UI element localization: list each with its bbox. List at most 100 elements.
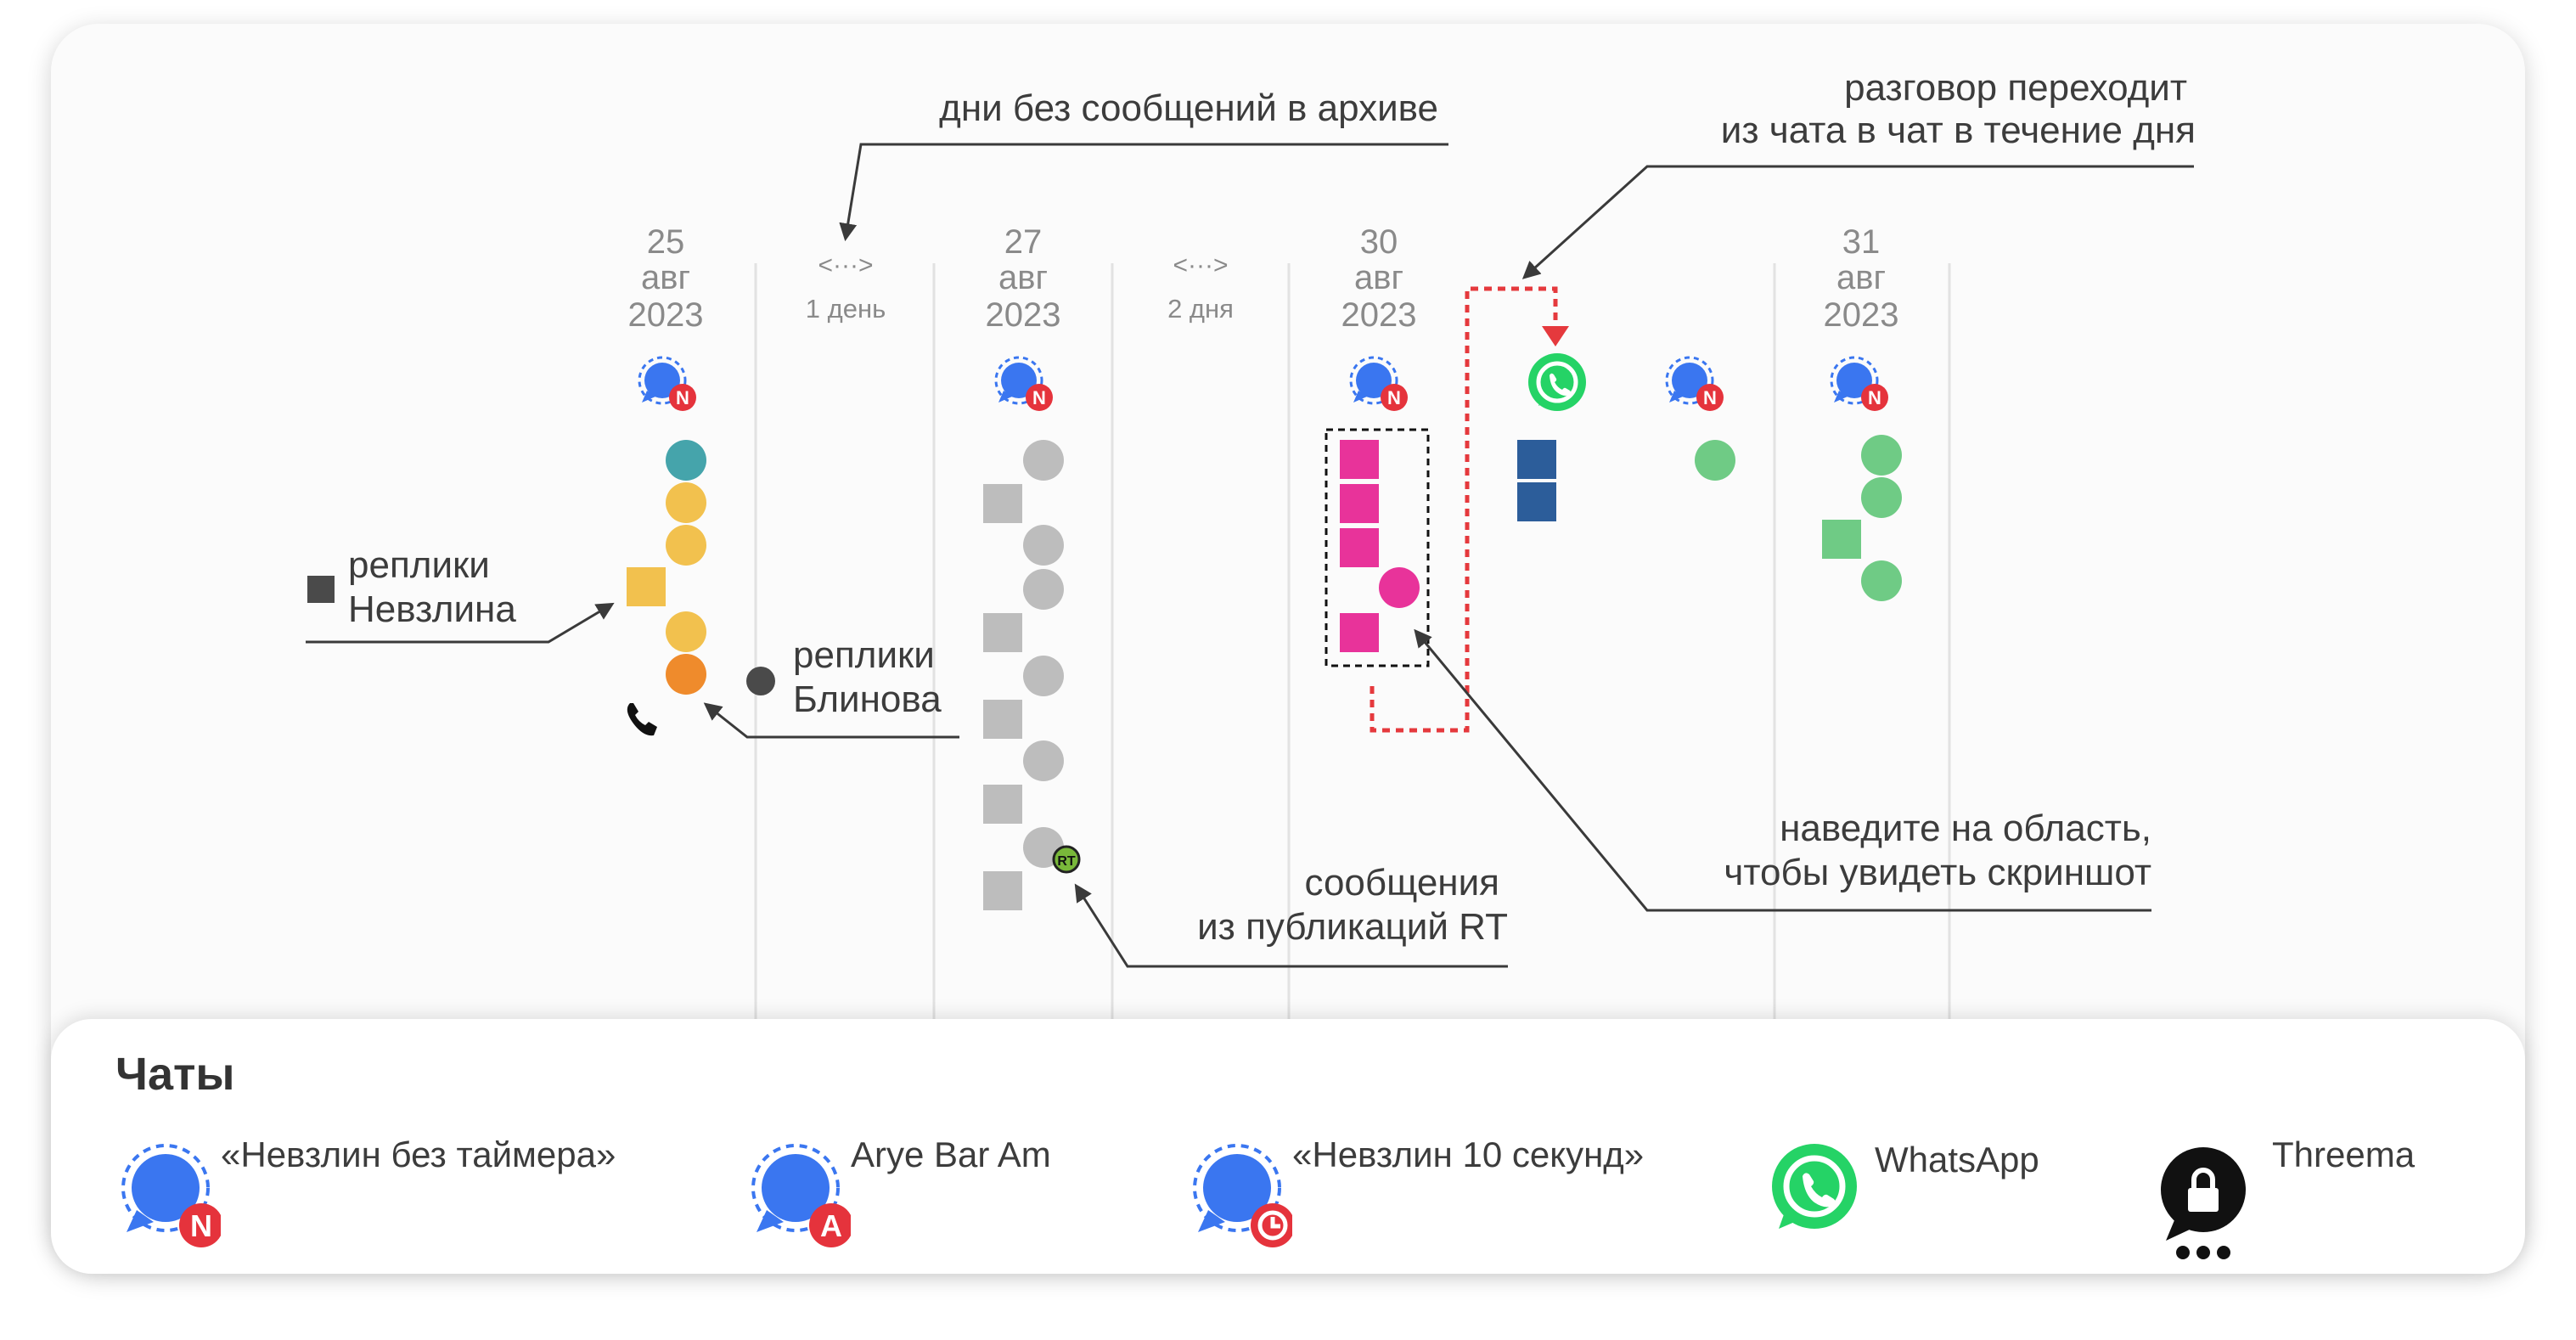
blinov-message — [1379, 567, 1420, 608]
chat-switch-label-2: из чата в чат в течение дня — [1721, 110, 2196, 151]
date-day: 31 — [1842, 223, 1881, 261]
date-day: 30 — [1360, 223, 1398, 261]
messages-aug-30[interactable] — [1340, 440, 1420, 652]
legend-label: «Невзлин 10 секунд» — [1292, 1134, 1645, 1174]
gap-symbol: <···> — [1173, 251, 1228, 279]
date-year: 2023 — [986, 296, 1061, 334]
signal-icon: N — [994, 356, 1053, 411]
date-header-30: 30 авг 2023 — [1341, 223, 1417, 334]
nevzlin-legend-square — [307, 576, 335, 603]
hover-arrow — [1414, 628, 2151, 912]
threema-icon — [2161, 1147, 2246, 1259]
date-day: 25 — [647, 223, 685, 261]
date-month: авг — [641, 259, 690, 296]
nevzlin-message — [1340, 484, 1379, 523]
rt-arrow — [1074, 883, 1508, 968]
rt-label-2: из публикаций RT — [1197, 906, 1508, 948]
messages-whatsapp[interactable] — [1517, 440, 1556, 521]
blinov-message — [1023, 525, 1064, 566]
blinov-label-1: реплики — [793, 634, 935, 676]
legend-item-whatsapp[interactable]: WhatsApp — [1759, 1138, 2116, 1248]
date-header-31: 31 авг 2023 — [1824, 223, 1899, 334]
legend-item-nevzlin-10-seconds[interactable]: «Невзлин 10 секунд» — [1182, 1134, 1725, 1248]
nevzlin-message — [627, 567, 666, 606]
nevzlin-message — [1517, 440, 1556, 479]
messages-aug-27[interactable] — [983, 440, 1064, 910]
date-month: авг — [1836, 259, 1886, 296]
blinov-message — [666, 440, 706, 481]
gap-label: 1 день — [806, 294, 886, 324]
svg-text:N: N — [1703, 387, 1717, 408]
signal-icon — [1193, 1144, 1292, 1247]
whatsapp-icon — [1772, 1144, 1857, 1229]
legend-item-arye-bar-am[interactable]: A Arye Bar Am — [740, 1134, 1131, 1248]
nevzlin-message — [1340, 440, 1379, 479]
legend-item-nevzlin-no-timer[interactable]: N «Невзлин без таймера» — [110, 1134, 705, 1248]
blinov-message — [666, 611, 706, 652]
legend-label: Threema — [2272, 1134, 2416, 1174]
hover-label-2: чтобы увидеть скриншот — [1724, 852, 2151, 893]
legend-label: «Невзлин без таймера» — [221, 1134, 616, 1174]
date-month: авг — [1354, 259, 1403, 296]
blinov-message — [666, 525, 706, 566]
chat-switch-arrow — [1521, 165, 2194, 279]
screenshot-hover-area[interactable] — [1325, 428, 1430, 667]
date-year: 2023 — [628, 296, 704, 334]
chat-switch-arrowhead — [1542, 326, 1569, 346]
clock-icon — [1257, 1210, 1288, 1241]
nevzlin-message — [983, 871, 1022, 910]
blinov-message — [666, 654, 706, 695]
gap-header-2: <···> 2 дня — [1167, 251, 1234, 324]
nevzlin-message — [1340, 613, 1379, 652]
nevzlin-label-2: Невзлина — [348, 588, 516, 630]
blinov-message — [1861, 477, 1902, 518]
messages-aug-31[interactable] — [1822, 435, 1902, 601]
blinov-arrow — [703, 702, 959, 739]
svg-text:N: N — [1868, 387, 1881, 408]
archive-arrow — [839, 143, 1448, 242]
blinov-message — [1023, 740, 1064, 781]
svg-text:N: N — [676, 387, 689, 408]
gap-header-1: <···> 1 день — [806, 251, 886, 324]
annotation-texts: дни без сообщений в архиве разговор пере… — [307, 67, 2196, 948]
legend-item-threema[interactable]: Threema — [2148, 1134, 2505, 1259]
column-separators — [754, 263, 1951, 1019]
date-month: авг — [998, 259, 1048, 296]
date-header-27: 27 авг 2023 — [986, 223, 1061, 334]
nevzlin-message — [983, 700, 1022, 739]
legend-label: WhatsApp — [1875, 1140, 2039, 1180]
svg-text:N: N — [1032, 387, 1046, 408]
date-year: 2023 — [1824, 296, 1899, 334]
blinov-label-2: Блинова — [793, 678, 942, 720]
nevzlin-message — [1340, 528, 1379, 567]
signal-icon: N — [121, 1144, 221, 1247]
rt-badge: RT — [1052, 845, 1081, 874]
blinov-message — [1023, 569, 1064, 610]
messages-aug-30-second[interactable] — [1695, 440, 1735, 481]
blinov-message — [1023, 656, 1064, 696]
blinov-message — [1861, 435, 1902, 476]
gap-label: 2 дня — [1167, 294, 1234, 324]
date-day: 27 — [1004, 223, 1043, 261]
archive-gap-label: дни без сообщений в архиве — [939, 87, 1438, 129]
legend-title: Чаты — [115, 1049, 235, 1100]
signal-icon: A — [751, 1144, 851, 1247]
svg-text:N: N — [190, 1208, 212, 1243]
svg-text:N: N — [1387, 387, 1401, 408]
nevzlin-message — [983, 613, 1022, 652]
signal-icon: N — [1349, 356, 1408, 411]
date-year: 2023 — [1341, 296, 1417, 334]
messages-aug-25[interactable] — [627, 440, 706, 736]
svg-text:RT: RT — [1057, 854, 1076, 869]
legend-label: Arye Bar Am — [851, 1134, 1051, 1174]
date-header-25: 25 авг 2023 — [628, 223, 704, 334]
signal-icon: N — [1665, 356, 1724, 411]
blinov-message — [1023, 440, 1064, 481]
blinov-message — [1861, 560, 1902, 601]
hover-label-1: наведите на область, — [1780, 808, 2151, 849]
rt-label-1: сообщения — [1304, 862, 1499, 904]
nevzlin-label-1: реплики — [348, 544, 490, 586]
svg-text:A: A — [820, 1208, 842, 1243]
chat-switch-label-1: разговор переходит — [1844, 67, 2187, 109]
